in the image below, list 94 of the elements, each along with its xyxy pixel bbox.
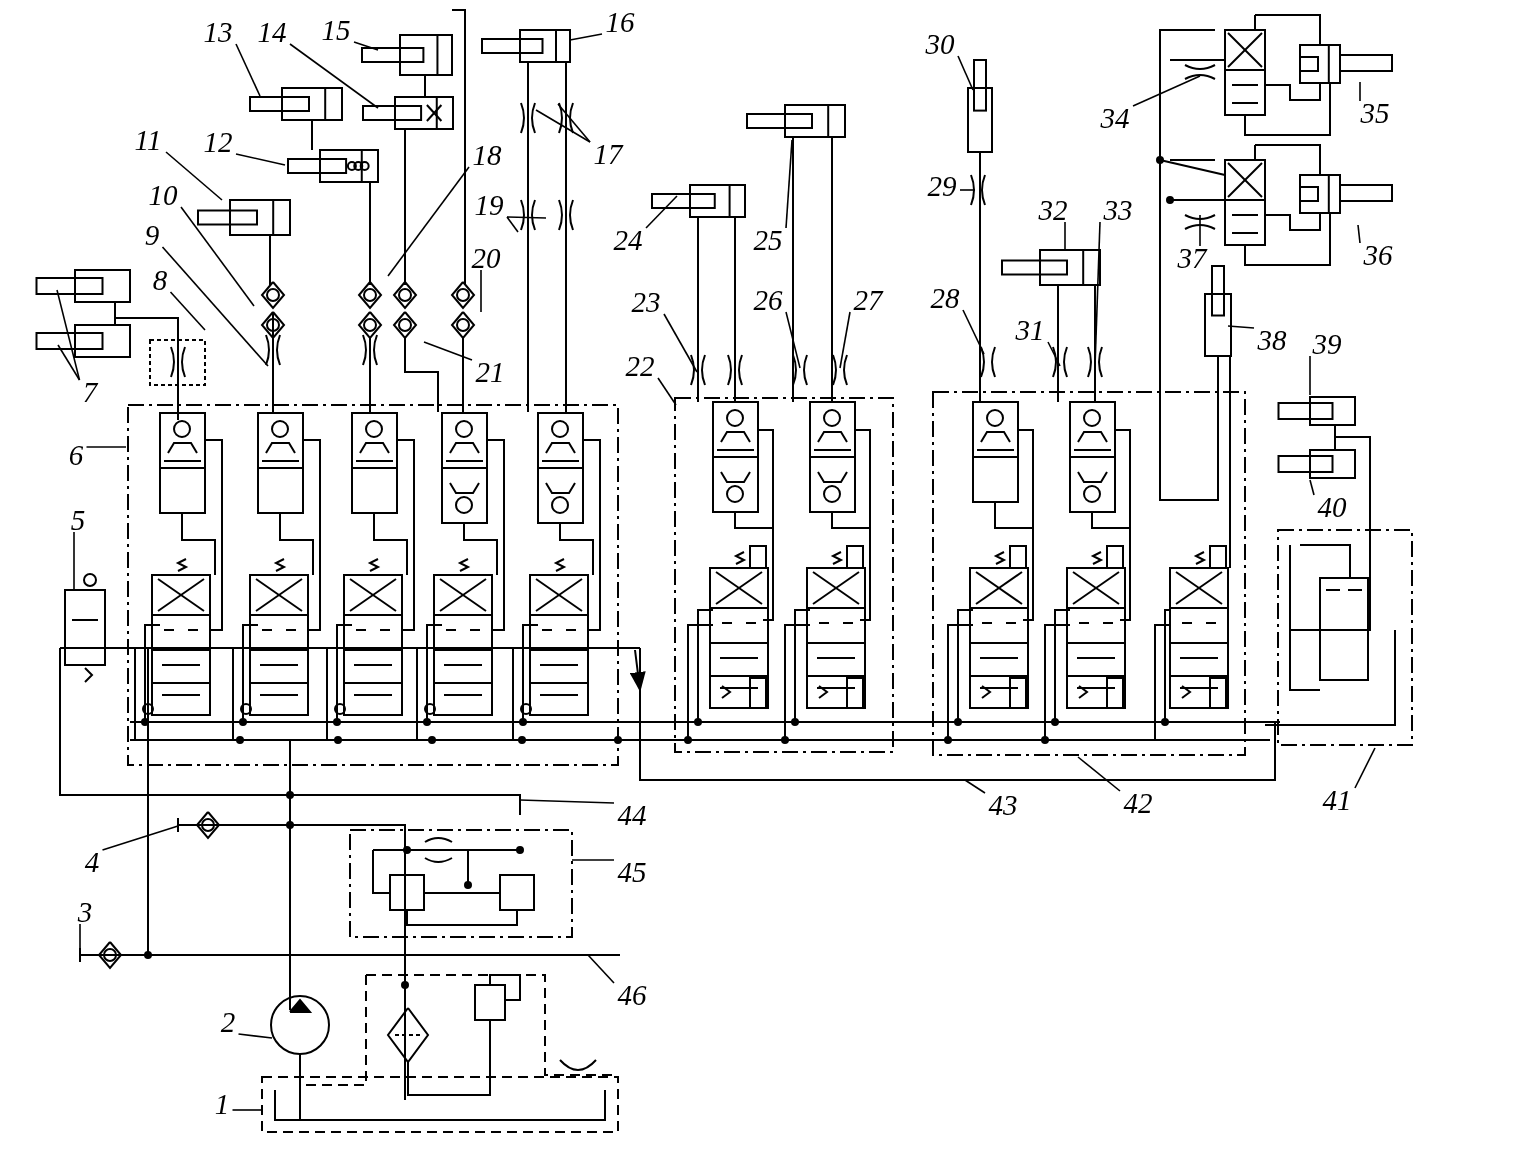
- leader-line: [180, 206, 255, 307]
- callout-number: 33: [1100, 195, 1136, 225]
- leader-line: [506, 216, 519, 233]
- callout-number: 13: [200, 17, 236, 47]
- leader-line: [571, 859, 615, 861]
- leader-line: [101, 825, 179, 851]
- callout-number: 24: [610, 225, 646, 255]
- leader-line: [56, 289, 81, 381]
- leader-line: [785, 139, 793, 229]
- callout-number: 5: [67, 505, 89, 535]
- callout-number: 25: [750, 225, 786, 255]
- callout-number: 8: [149, 265, 171, 295]
- leader-line: [237, 1033, 273, 1039]
- leader-line: [423, 341, 473, 361]
- callout-number: 38: [1254, 325, 1290, 355]
- leader-line: [964, 779, 986, 794]
- leader-line: [569, 33, 603, 41]
- callout-number: 39: [1309, 329, 1345, 359]
- callout-number: 9: [141, 220, 163, 250]
- leader-line: [169, 291, 206, 331]
- leader-line: [480, 269, 482, 313]
- leader-line: [231, 1109, 263, 1111]
- leader-line: [387, 166, 470, 277]
- leader-line: [289, 43, 379, 109]
- leader-line: [161, 246, 269, 367]
- callout-number: 12: [200, 127, 236, 157]
- leader-line: [57, 344, 81, 381]
- leader-line: [519, 799, 615, 804]
- callout-number: 42: [1120, 788, 1156, 818]
- callout-number: 10: [145, 180, 181, 210]
- callout-number: 18: [469, 140, 505, 170]
- callout-number: 46: [614, 980, 650, 1010]
- callout-number: 19: [471, 190, 507, 220]
- callout-number: 28: [927, 283, 963, 313]
- callout-number: 2: [217, 1007, 239, 1037]
- leader-line: [962, 309, 985, 355]
- callout-number: 26: [750, 285, 786, 315]
- leader-line: [235, 43, 261, 97]
- callout-number: 41: [1319, 785, 1355, 815]
- callout-number: 31: [1012, 315, 1048, 345]
- callout-number: 30: [922, 29, 958, 59]
- callout-number: 23: [628, 287, 664, 317]
- leader-line: [1132, 75, 1201, 107]
- callout-number: 22: [622, 351, 658, 381]
- leader-line: [1227, 325, 1255, 329]
- callout-number: 1: [211, 1089, 233, 1119]
- callout-number: 43: [985, 790, 1021, 820]
- callout-number: 7: [79, 377, 101, 407]
- callout-number: 6: [65, 440, 87, 470]
- callout-number: 4: [81, 847, 103, 877]
- leader-line: [535, 109, 591, 143]
- leader-line: [1309, 355, 1311, 396]
- callout-number: 27: [850, 285, 886, 315]
- leader-line: [353, 41, 379, 51]
- leader-line: [1064, 221, 1066, 251]
- callout-number: 15: [318, 15, 354, 45]
- callout-number: 11: [130, 125, 166, 155]
- callout-number: 16: [602, 7, 638, 37]
- leader-line: [663, 313, 698, 373]
- leader-line: [785, 311, 801, 369]
- leader-line: [557, 103, 591, 143]
- leader-line: [957, 55, 974, 91]
- callout-number: 35: [1357, 98, 1393, 128]
- leader-line: [1359, 81, 1361, 102]
- callout-number: 34: [1097, 103, 1133, 133]
- callout-number: 44: [614, 800, 650, 830]
- leader-line: [1309, 479, 1315, 496]
- leader-line: [1047, 341, 1061, 367]
- leader-line: [235, 153, 286, 166]
- leader-line: [657, 377, 677, 406]
- callout-number: 37: [1174, 243, 1210, 273]
- callout-number: 17: [590, 139, 626, 169]
- leader-line: [1077, 756, 1121, 792]
- leader-line: [1199, 214, 1201, 247]
- leader-line: [85, 446, 127, 448]
- callout-number: 21: [472, 357, 508, 387]
- leader-line: [73, 531, 75, 590]
- leader-line: [1354, 747, 1376, 789]
- callout-number: 29: [924, 171, 960, 201]
- callout-number: 20: [468, 243, 504, 273]
- leader-line: [506, 216, 547, 219]
- callout-number: 32: [1035, 195, 1071, 225]
- callout-number: 3: [74, 897, 96, 927]
- leader-line: [165, 151, 223, 201]
- leader-line: [587, 954, 615, 984]
- leader-line: [959, 189, 976, 191]
- leader-line: [645, 195, 678, 229]
- leader-line: [839, 311, 851, 369]
- callout-number: 36: [1360, 240, 1396, 270]
- leader-line: [1357, 224, 1361, 244]
- leader-line: [79, 923, 81, 949]
- callout-number: 45: [614, 857, 650, 887]
- callout-number: 40: [1314, 492, 1350, 522]
- callout-number: 14: [254, 17, 290, 47]
